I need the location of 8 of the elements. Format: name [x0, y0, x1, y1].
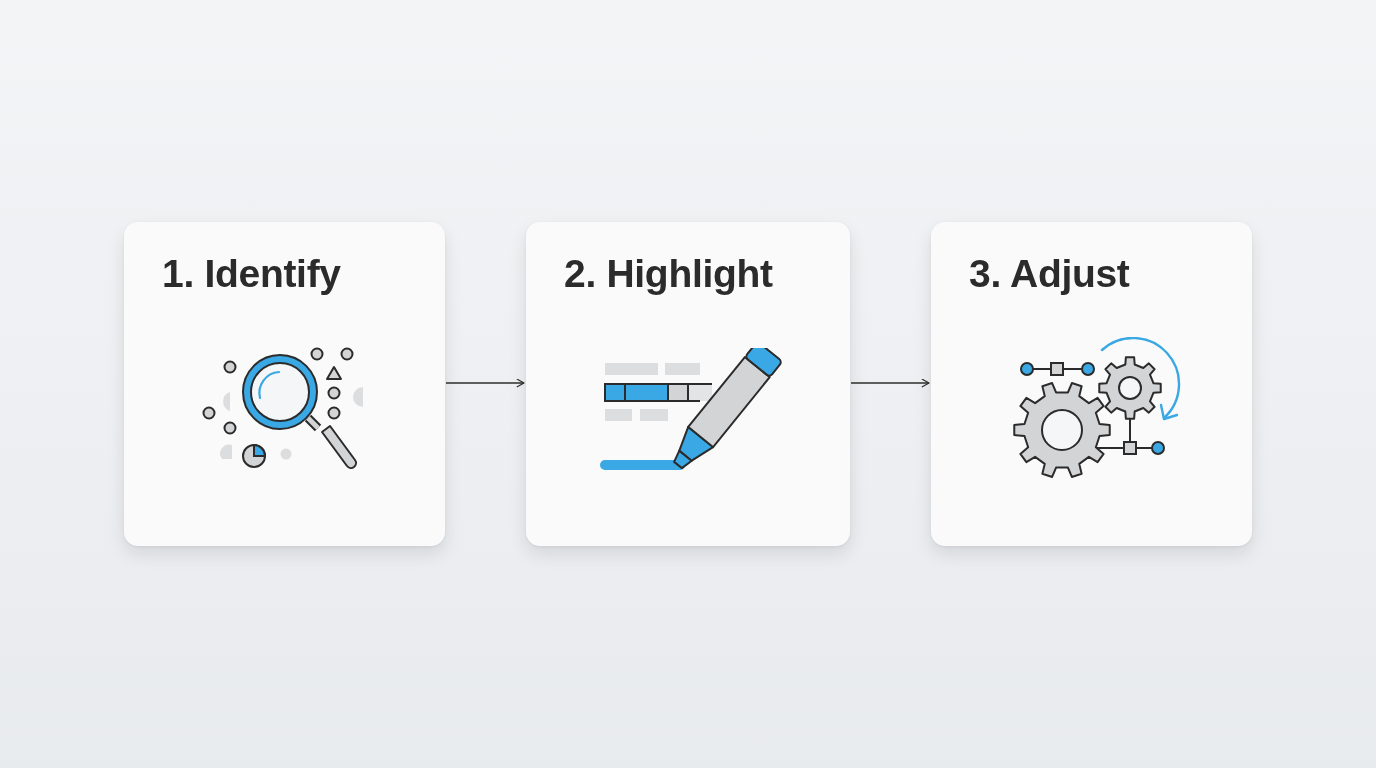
step-title: 1. Identify	[162, 252, 341, 296]
step-card	[526, 222, 850, 546]
step-card	[931, 222, 1252, 546]
step-title: 3. Adjust	[969, 252, 1130, 296]
arrow	[850, 378, 930, 388]
step-title: 2. Highlight	[564, 252, 773, 296]
arrow	[445, 378, 525, 388]
step-card	[124, 222, 445, 546]
